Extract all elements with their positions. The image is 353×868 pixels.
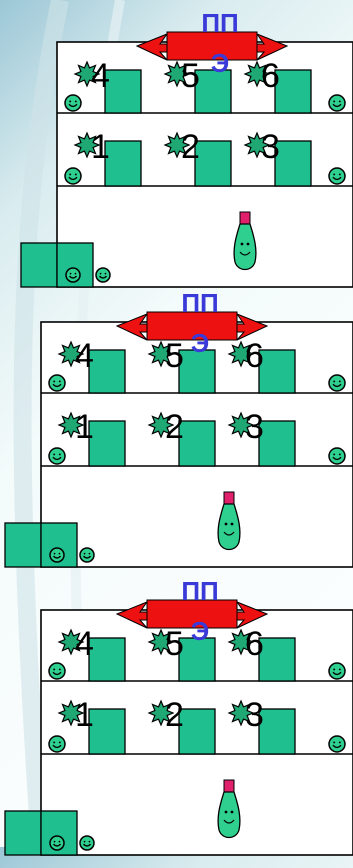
room-number: 1: [75, 696, 94, 734]
smiley-icon: [80, 836, 94, 850]
smiley-icon: [50, 548, 64, 562]
room-number: 1: [75, 408, 94, 446]
door-block: [195, 141, 231, 186]
banner-text-line2: Э: [211, 48, 230, 78]
room-number: 5: [181, 57, 200, 95]
room-number: 6: [261, 57, 280, 95]
door-block: [105, 141, 141, 186]
banner-text-line2: Э: [191, 616, 210, 646]
smiley-icon: [80, 548, 94, 562]
door-block: [179, 709, 215, 754]
banner-text-line2: Э: [191, 328, 210, 358]
room-number: 6: [245, 337, 264, 375]
room-number: 5: [165, 337, 184, 375]
smiley-icon: [49, 448, 65, 464]
banner-text-line1: ПП: [181, 288, 218, 318]
room-number: 4: [75, 337, 94, 375]
room-number: 1: [91, 128, 110, 166]
scene-canvas: 4 5 6 1 2 3 ПП Э: [0, 280, 353, 580]
scene-canvas: 4 5 6 1 2 3 ПП Э: [0, 0, 353, 300]
smiley-icon: [50, 836, 64, 850]
smiley-icon: [329, 736, 345, 752]
building-scene: 4 5 6 1 2 3 ПП Э: [0, 280, 353, 570]
room-number: 3: [261, 128, 280, 166]
smiley-icon: [329, 375, 345, 391]
room-number: 6: [245, 625, 264, 663]
door-block: [89, 709, 125, 754]
smiley-icon: [329, 663, 345, 679]
smiley-icon: [65, 95, 81, 111]
door-block: [89, 638, 125, 681]
door-block: [179, 421, 215, 466]
room-number: 3: [245, 696, 264, 734]
smiley-icon: [49, 736, 65, 752]
room-number: 2: [165, 696, 184, 734]
door-block: [5, 811, 41, 855]
smiley-icon: [65, 168, 81, 184]
door-block: [89, 350, 125, 393]
room-number: 4: [75, 625, 94, 663]
door-block: [259, 350, 295, 393]
room-number: 2: [181, 128, 200, 166]
smiley-icon: [49, 663, 65, 679]
banner-text-line1: ПП: [181, 576, 218, 606]
door-block: [259, 709, 295, 754]
door-block: [259, 638, 295, 681]
room-number: 2: [165, 408, 184, 446]
door-block: [275, 141, 311, 186]
door-block: [259, 421, 295, 466]
smiley-icon: [329, 168, 345, 184]
room-number: 4: [91, 57, 110, 95]
building-scene: 4 5 6 1 2 3 ПП Э: [0, 0, 353, 290]
smiley-icon: [49, 375, 65, 391]
banner-text-line1: ПП: [201, 8, 238, 38]
door-block: [105, 70, 141, 113]
smiley-icon: [329, 95, 345, 111]
room-number: 3: [245, 408, 264, 446]
room-number: 5: [165, 625, 184, 663]
door-block: [5, 523, 41, 567]
smiley-icon: [329, 448, 345, 464]
door-block: [275, 70, 311, 113]
scene-canvas: 4 5 6 1 2 3 ПП Э: [0, 568, 353, 868]
door-block: [89, 421, 125, 466]
building-scene: 4 5 6 1 2 3 ПП Э: [0, 568, 353, 858]
